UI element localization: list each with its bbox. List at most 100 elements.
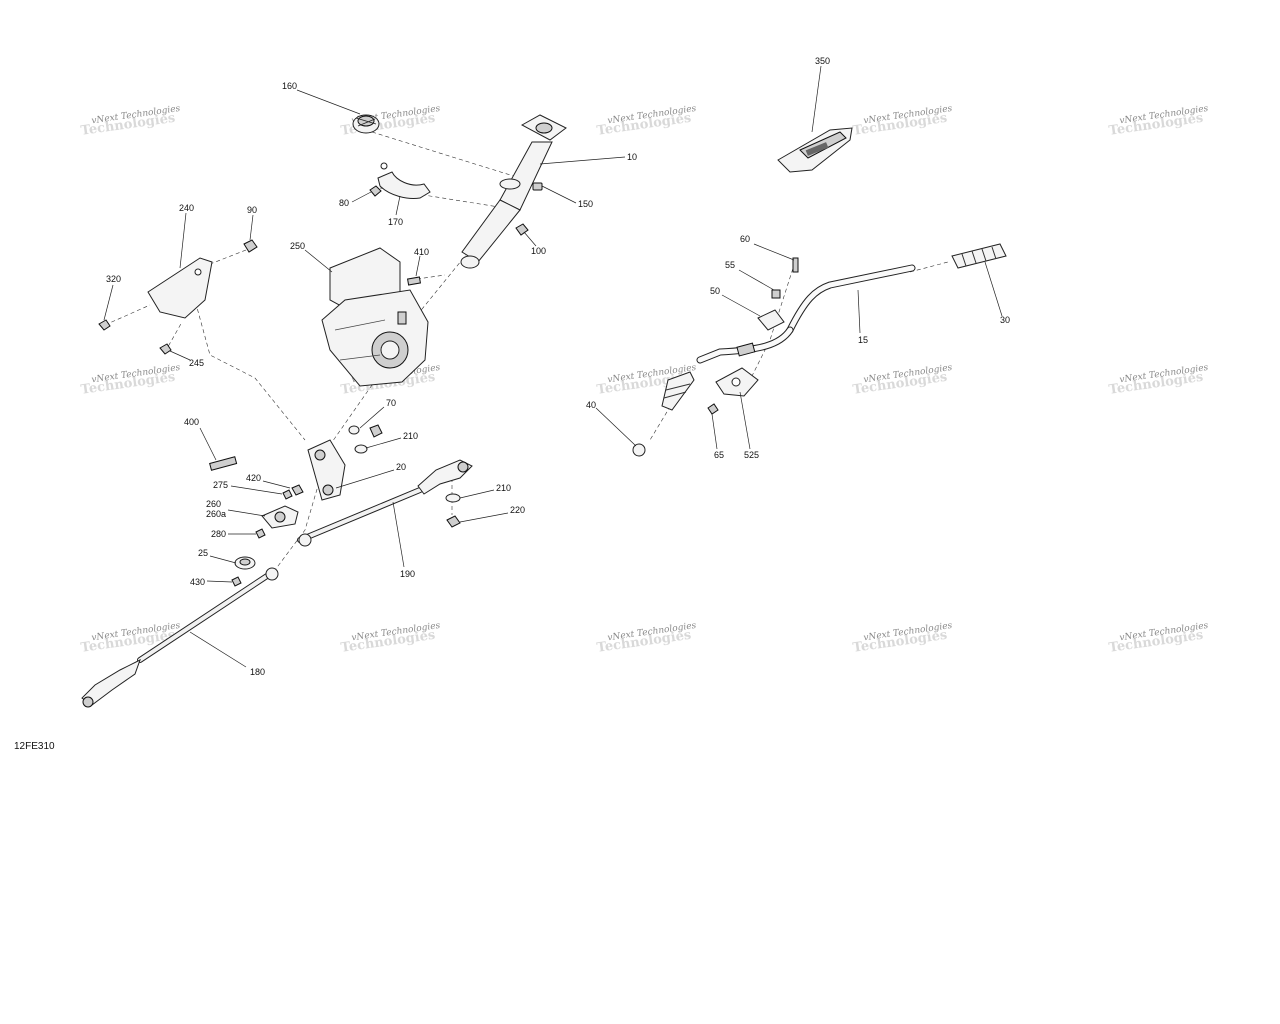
watermark: Technologies vNext Technologies <box>596 104 697 139</box>
part-90-nut <box>243 239 258 253</box>
leader-line <box>209 555 237 564</box>
part-65-screw <box>707 403 719 415</box>
leader-line <box>739 391 751 450</box>
part-350-cover <box>777 127 853 173</box>
callout-40: 40 <box>586 400 596 410</box>
watermark: Technologies vNext Technologies <box>852 363 953 398</box>
assembly-line <box>649 381 686 441</box>
watermark: Technologies vNext Technologies <box>1108 621 1209 656</box>
leader-line <box>199 427 217 461</box>
leader-line <box>227 509 266 517</box>
watermark: Technologies vNext Technologies <box>340 621 441 656</box>
leader-line <box>738 269 775 291</box>
callout-50: 50 <box>710 286 720 296</box>
leader-line <box>296 89 361 115</box>
part-100-nut <box>515 223 529 236</box>
figure-code: 12FE310 <box>14 741 55 752</box>
callout-170: 170 <box>388 217 403 227</box>
watermark: Technologies vNext Technologies <box>80 104 181 139</box>
part-240-bracket <box>147 257 213 319</box>
assembly-line <box>371 131 521 179</box>
part-220-nut <box>446 515 461 528</box>
part-60-bolt <box>792 257 799 273</box>
leader-line <box>811 65 822 133</box>
callout-160: 160 <box>282 81 297 91</box>
watermark: Technologies vNext Technologies <box>852 104 953 139</box>
part-50-clamp <box>757 309 785 331</box>
callout-150: 150 <box>578 199 593 209</box>
leader-line <box>595 407 637 447</box>
part-430-nut <box>231 576 242 587</box>
callout-210-lower: 210 <box>496 483 511 493</box>
callout-275: 275 <box>213 480 228 490</box>
leader-line <box>230 485 283 495</box>
part-150-bolt <box>532 182 543 191</box>
part-70-washer <box>348 424 383 438</box>
part-410-bolt <box>406 276 422 286</box>
assembly-line <box>104 304 151 326</box>
leader-line <box>206 580 233 583</box>
leader-line <box>541 185 577 204</box>
part-320-screw <box>98 319 111 331</box>
leader-line <box>304 249 333 273</box>
callout-420: 420 <box>246 473 261 483</box>
part-260-plate <box>261 505 299 529</box>
part-275-nut <box>282 489 293 500</box>
leader-line <box>539 156 626 165</box>
part-210-washer <box>354 444 368 454</box>
assembly-line <box>409 274 446 281</box>
callout-320: 320 <box>106 274 121 284</box>
leader-line <box>359 406 385 429</box>
leader-line <box>103 284 114 321</box>
callout-100: 100 <box>531 246 546 256</box>
callout-70: 70 <box>386 398 396 408</box>
leader-line <box>169 350 191 361</box>
leader-lines <box>103 65 1003 668</box>
callout-350: 350 <box>815 56 830 66</box>
callout-60: 60 <box>740 234 750 244</box>
leader-line <box>179 212 187 269</box>
assembly-line <box>164 321 183 353</box>
part-55-bolt <box>771 289 781 299</box>
callout-250: 250 <box>290 241 305 251</box>
watermark: Technologies vNext Technologies <box>596 621 697 656</box>
callout-80: 80 <box>339 198 349 208</box>
leader-line <box>984 261 1003 317</box>
part-170-clamp <box>377 162 431 199</box>
callout-260a: 260a <box>206 509 226 519</box>
callout-410: 410 <box>414 247 429 257</box>
part-30-grip <box>951 243 1007 269</box>
part-25-bushing <box>234 556 256 570</box>
leader-line <box>721 294 761 317</box>
assembly-dashed-lines <box>104 131 949 571</box>
part-15-handlebar <box>696 264 916 364</box>
leader-line <box>262 480 291 489</box>
leader-line <box>415 255 421 277</box>
callout-280: 280 <box>211 529 226 539</box>
callout-15: 15 <box>858 335 868 345</box>
leader-line <box>711 413 718 450</box>
part-525-mount <box>715 367 759 397</box>
leader-line <box>189 631 247 668</box>
leader-line <box>249 214 254 241</box>
callout-180: 180 <box>250 667 265 677</box>
callout-260: 260 <box>206 499 221 509</box>
leader-line <box>857 289 861 334</box>
callout-190: 190 <box>400 569 415 579</box>
leader-line <box>351 191 372 203</box>
callout-220: 220 <box>510 505 525 515</box>
leader-line <box>365 437 402 449</box>
part-190-tie-rod <box>297 459 473 547</box>
callout-400: 400 <box>184 417 199 427</box>
part-40-grip-end <box>632 371 695 457</box>
part-20-pitman-arm <box>307 439 346 501</box>
watermark: Technologies vNext Technologies <box>80 621 181 656</box>
callout-labels: 160 10 350 150 80 170 240 90 250 410 100… <box>106 56 1010 677</box>
part-400-bolt <box>209 456 238 471</box>
watermark-layer: Technologies vNext Technologies Technolo… <box>80 104 1209 656</box>
leader-line <box>392 501 405 568</box>
callout-240: 240 <box>179 203 194 213</box>
callout-210: 210 <box>403 431 418 441</box>
leader-line <box>523 231 537 247</box>
